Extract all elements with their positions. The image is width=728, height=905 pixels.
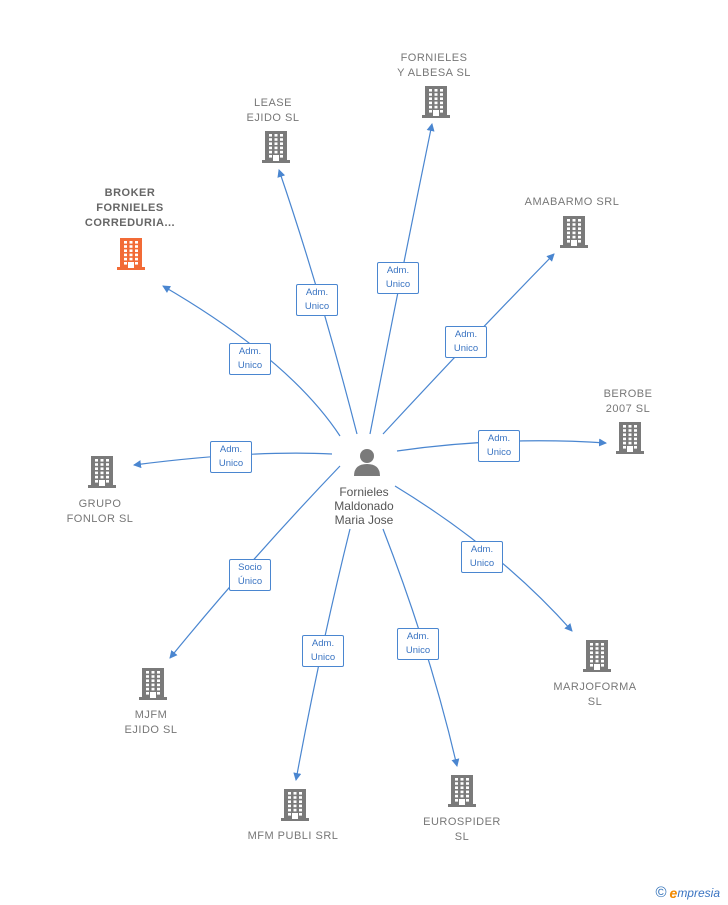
- company-label-grupo-fonlor[interactable]: GRUPO FONLOR SL: [66, 498, 134, 525]
- building-icon[interactable]: [137, 667, 169, 706]
- relation-badge-marjoforma[interactable]: Adm. Unico: [461, 541, 503, 573]
- building-icon[interactable]: [614, 421, 646, 460]
- center-person-label[interactable]: Fornieles Maldonado Maria Jose: [334, 485, 394, 527]
- company-label-eurospider[interactable]: EUROSPIDER SL: [423, 816, 501, 843]
- company-label-berobe[interactable]: BEROBE 2007 SL: [603, 388, 653, 415]
- person-icon[interactable]: [352, 446, 382, 476]
- relation-badge-broker[interactable]: Adm. Unico: [229, 343, 271, 375]
- company-label-broker[interactable]: BROKER FORNIELES CORREDURIA...: [84, 187, 176, 229]
- building-icon[interactable]: [581, 639, 613, 678]
- brand-name: mpresia: [677, 885, 720, 900]
- relation-badge-lease[interactable]: Adm. Unico: [296, 284, 338, 316]
- building-icon[interactable]: [558, 215, 590, 254]
- relation-badge-mjfm[interactable]: Socio Único: [229, 559, 271, 591]
- building-icon[interactable]: [115, 237, 147, 276]
- company-label-mfm-publi[interactable]: MFM PUBLI SRL: [247, 830, 339, 842]
- building-icon[interactable]: [260, 130, 292, 169]
- relation-badge-berobe[interactable]: Adm. Unico: [478, 430, 520, 462]
- building-icon[interactable]: [86, 455, 118, 494]
- company-label-marjoforma[interactable]: MARJOFORMA SL: [553, 681, 637, 708]
- building-icon[interactable]: [420, 85, 452, 124]
- building-icon[interactable]: [279, 788, 311, 827]
- company-label-amabarmo[interactable]: AMABARMO SRL: [524, 196, 620, 208]
- brand-initial: e: [669, 884, 678, 901]
- copyright-icon: ©: [655, 884, 667, 901]
- company-label-lease[interactable]: LEASE EJIDO SL: [246, 97, 300, 124]
- relation-badge-grupo-fonlor[interactable]: Adm. Unico: [210, 441, 252, 473]
- footer-brand: © e mpresia: [655, 884, 720, 901]
- relation-badge-mfm-publi[interactable]: Adm. Unico: [302, 635, 344, 667]
- company-label-mjfm[interactable]: MJFM EJIDO SL: [124, 709, 178, 736]
- relation-badge-eurospider[interactable]: Adm. Unico: [397, 628, 439, 660]
- relation-badge-amabarmo[interactable]: Adm. Unico: [445, 326, 487, 358]
- building-icon[interactable]: [446, 774, 478, 813]
- company-label-fornieles-albesa[interactable]: FORNIELES Y ALBESA SL: [397, 52, 471, 79]
- relation-badge-fornieles-albesa[interactable]: Adm. Unico: [377, 262, 419, 294]
